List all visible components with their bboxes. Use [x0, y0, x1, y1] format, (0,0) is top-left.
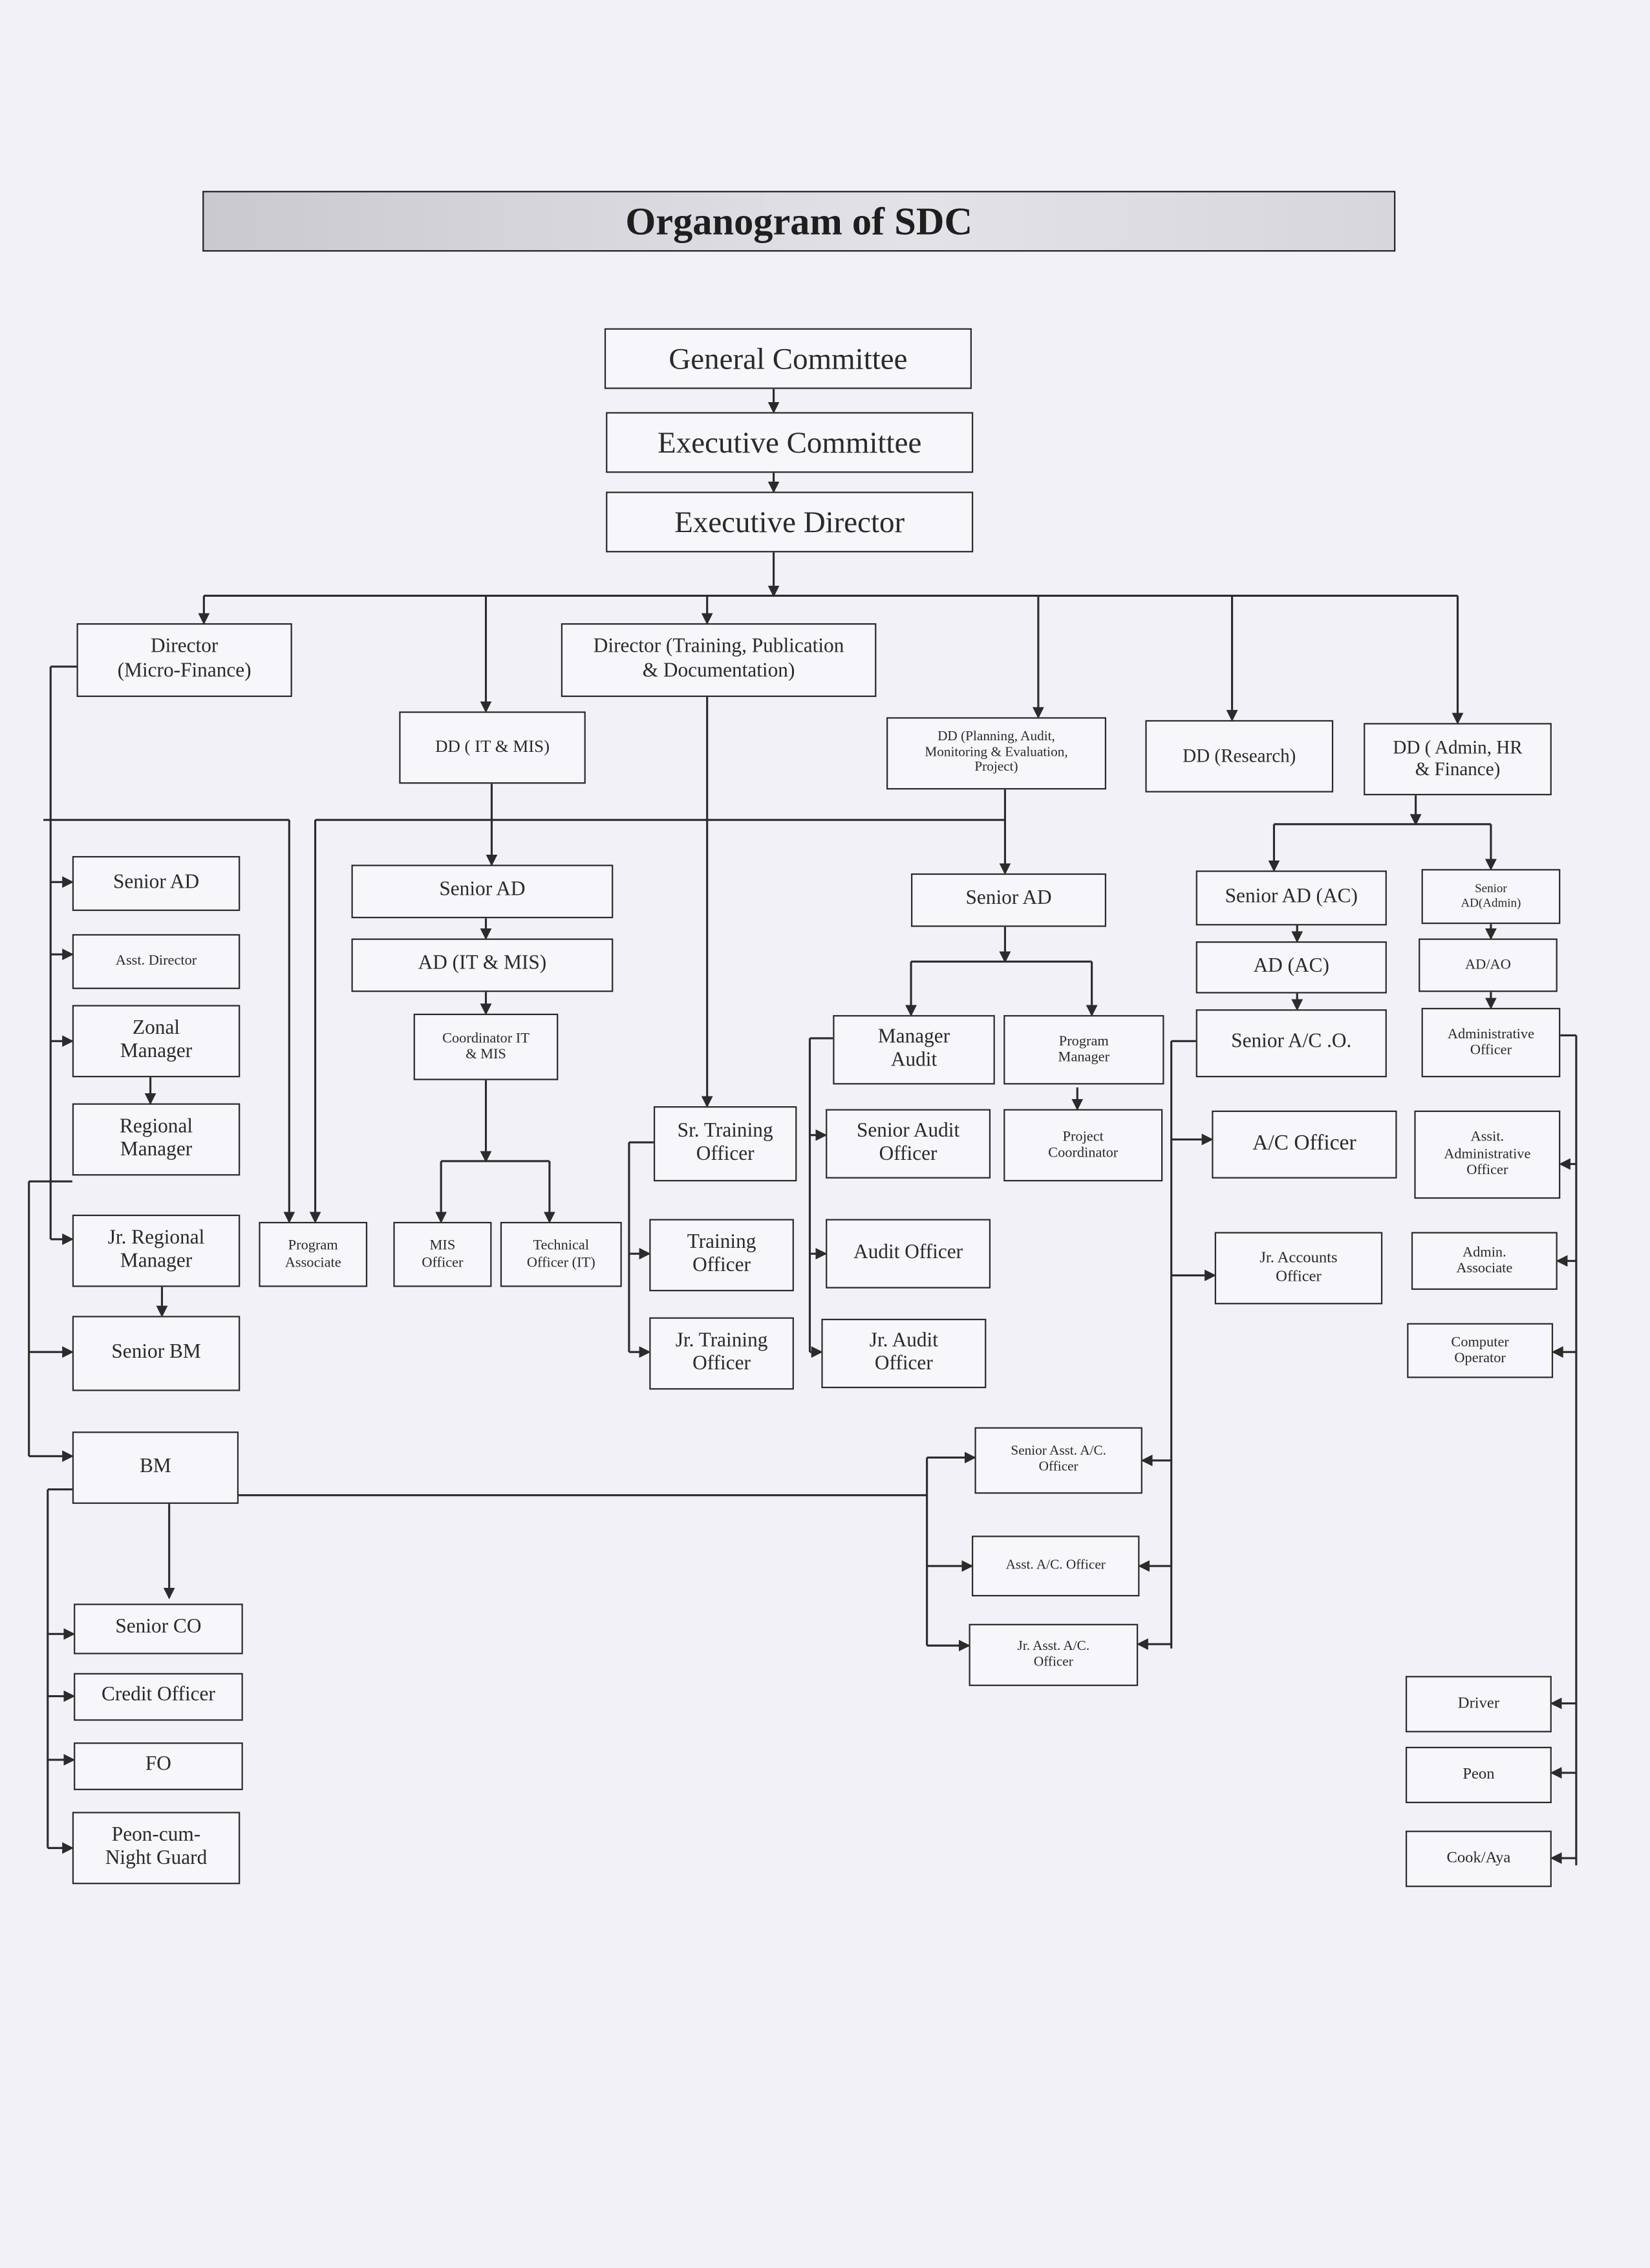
- org-node-sr-audit: Senior Audit Officer: [826, 1109, 991, 1179]
- org-node-asst-dir: Asst. Director: [72, 934, 241, 989]
- org-node-peon: Peon: [1405, 1746, 1552, 1804]
- org-node-cook: Cook/Aya: [1405, 1830, 1552, 1887]
- org-node-pame-senior-ad: Senior AD: [911, 873, 1106, 927]
- org-node-admin-officer: Administrative Officer: [1421, 1007, 1561, 1078]
- org-node-sr-training: Sr. Training Officer: [653, 1106, 797, 1182]
- org-node-peon-ng: Peon-cum- Night Guard: [72, 1812, 241, 1885]
- org-node-ad-it: AD (IT & MIS): [351, 938, 614, 992]
- org-node-jr-asst-ac: Jr. Asst. A/C. Officer: [969, 1623, 1139, 1686]
- org-node-senior-ad-ac: Senior AD (AC): [1195, 870, 1387, 926]
- org-node-bm: BM: [72, 1431, 239, 1504]
- org-node-asst-ac: Asst. A/C. Officer: [971, 1535, 1140, 1597]
- org-node-admin-assoc: Admin. Associate: [1411, 1232, 1558, 1290]
- page-title: Organogram of SDC: [202, 191, 1396, 252]
- org-node-sr-asst-ac: Senior Asst. A/C. Officer: [974, 1427, 1142, 1494]
- org-node-ad-ao: AD/AO: [1419, 938, 1558, 992]
- org-node-comp-op: Computer Operator: [1407, 1323, 1554, 1378]
- org-node-dd-pame: DD (Planning, Audit, Monitoring & Evalua…: [886, 717, 1106, 790]
- org-node-zonal: Zonal Manager: [72, 1005, 241, 1078]
- org-node-dd-admin: DD ( Admin, HR & Finance): [1364, 723, 1552, 796]
- org-node-ac-officer: A/C Officer: [1212, 1110, 1397, 1179]
- org-node-it-senior-ad: Senior AD: [351, 864, 614, 919]
- org-node-program-assoc: Program Associate: [259, 1221, 368, 1287]
- org-node-senior-ad-admin: Senior AD(Admin): [1421, 869, 1561, 925]
- org-node-regional: Regional Manager: [72, 1103, 241, 1176]
- org-node-credit: Credit Officer: [74, 1673, 243, 1721]
- org-node-driver: Driver: [1405, 1676, 1552, 1733]
- org-node-mgr-audit: Manager Audit: [833, 1015, 995, 1085]
- org-node-dd-it: DD ( IT & MIS): [399, 711, 586, 784]
- org-node-tech: Technical Officer (IT): [500, 1221, 622, 1287]
- org-node-exec-director: Executive Director: [606, 491, 974, 553]
- org-node-dir-mf: Director (Micro-Finance): [76, 623, 292, 698]
- org-node-jr-audit: Jr. Audit Officer: [821, 1318, 987, 1389]
- org-node-program-mgr: Program Manager: [1003, 1015, 1164, 1085]
- org-node-jr-accounts: Jr. Accounts Officer: [1214, 1232, 1383, 1305]
- org-node-dir-tpd: Director (Training, Publication & Docume…: [561, 623, 877, 698]
- org-node-training: Training Officer: [649, 1219, 794, 1292]
- org-node-mf-senior-ad: Senior AD: [72, 856, 241, 912]
- org-node-senior-aco: Senior A/C .O.: [1195, 1009, 1387, 1078]
- org-node-exec-committee: Executive Committee: [606, 412, 974, 473]
- org-node-audit-officer: Audit Officer: [826, 1219, 991, 1289]
- org-node-senior-bm: Senior BM: [72, 1316, 241, 1391]
- org-node-coord-it: Coordinator IT & MIS: [413, 1013, 559, 1080]
- org-node-project-coord: Project Coordinator: [1003, 1109, 1163, 1182]
- org-node-jr-regional: Jr. Regional Manager: [72, 1214, 241, 1287]
- org-node-jr-training: Jr. Training Officer: [649, 1317, 794, 1390]
- org-node-ad-ac: AD (AC): [1195, 941, 1387, 994]
- org-node-mis: MIS Officer: [393, 1221, 492, 1287]
- org-node-general: General Committee: [604, 328, 972, 389]
- org-node-fo: FO: [74, 1742, 243, 1790]
- org-node-senior-co: Senior CO: [74, 1603, 243, 1654]
- org-node-dd-research: DD (Research): [1145, 720, 1334, 793]
- org-node-assit-ao: Assit. Administrative Officer: [1414, 1110, 1561, 1199]
